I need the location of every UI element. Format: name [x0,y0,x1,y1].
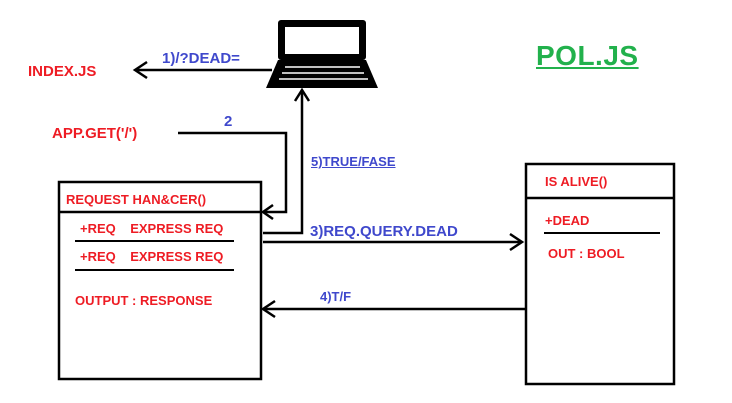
arrow-5 [263,87,311,235]
arrow-1 [132,60,272,80]
request-handler-field-2: +REQ EXPRESS REQ [80,249,224,264]
request-handler-box [57,180,263,381]
arrow-5-label: 5)TRUE/FASE [311,154,396,169]
is-alive-title: IS ALIVE() [545,174,608,189]
arrow-3-label: 3)REQ.QUERY.DEAD [310,223,458,240]
is-alive-box [524,162,676,386]
request-handler-output: OUTPUT : RESPONSE [75,293,213,308]
is-alive-field: +DEAD [545,213,590,228]
diagram-title: POL.JS [536,40,639,71]
arrow-4-label: 4)T/F [320,289,352,304]
app-get-label: APP.GET('/') [52,125,138,142]
request-handler-title: REQUEST HAN&CER() [66,192,207,207]
arrow-2-label: 2 [224,113,233,130]
is-alive-output: OUT : BOOL [548,246,625,261]
arrow-4 [260,299,525,319]
arrow-1-label: 1)/?DEAD= [162,50,240,67]
arrow-2 [178,131,288,221]
index-js-label: INDEX.JS [28,63,97,80]
arrow-3 [263,232,525,252]
laptop-icon [266,20,378,88]
request-handler-field-1: +REQ EXPRESS REQ [80,221,224,236]
